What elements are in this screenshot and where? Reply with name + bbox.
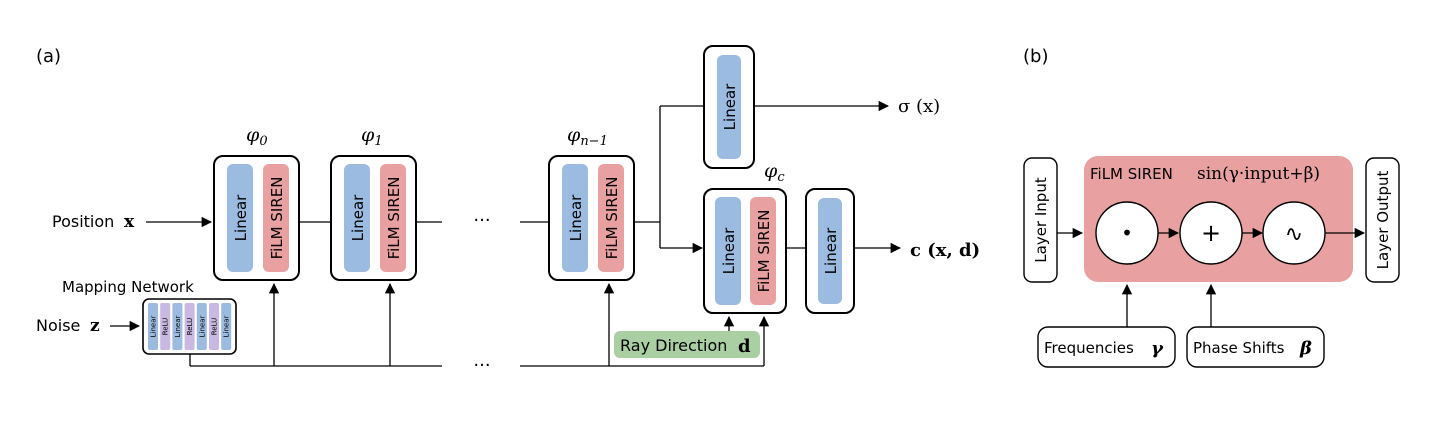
position-input: Position x [52, 212, 213, 232]
mapping-layer-bar [172, 303, 183, 350]
mapping-layer-label: Linear [150, 316, 158, 338]
mapping-layer-bar [184, 303, 195, 350]
frequencies-frame [1037, 326, 1176, 368]
conditioning-bus: ··· [189, 282, 770, 376]
layer-output-frame [1365, 157, 1400, 283]
film-siren-formula: sin(γ·input+β) [1197, 164, 1320, 184]
phi1-film-bar [380, 164, 406, 272]
mapping-layer-bar [209, 303, 219, 350]
block-phic: Linear FiLM SIREN [703, 188, 787, 314]
film-siren-block: FiLM SIREN sin(γ·input+β) • + ∿ [1084, 156, 1353, 282]
frequencies-label: Frequencies [1044, 339, 1134, 357]
mapping-layer-label: Linear [174, 316, 182, 338]
sine-symbol: ∿ [1285, 222, 1303, 247]
noise-label: Noise [36, 316, 80, 335]
phic-linear-bar [715, 197, 741, 305]
density-output-label: σ (x) [898, 96, 940, 117]
mapping-layer-label: ReLU [211, 318, 219, 336]
ray-direction-label: Ray Direction [620, 336, 727, 355]
mapping-layer-bar [160, 303, 171, 350]
phase-shifts-variable: β [1299, 338, 1312, 359]
layer-input-box: Layer Input [1023, 157, 1058, 283]
mapping-layer-label: Linear [198, 316, 206, 338]
mapping-layer-bar [148, 303, 158, 350]
block-phin: Linear FiLM SIREN [548, 155, 635, 281]
phin-linear-label: Linear [567, 194, 585, 241]
layer-output-box: Layer Output [1365, 157, 1400, 283]
color-linear-label: Linear [822, 227, 840, 274]
phi1-linear-label: Linear [349, 194, 367, 241]
add-symbol: + [1201, 219, 1221, 247]
film-siren-title: FiLM SIREN [1090, 165, 1173, 183]
color-linear-bar [818, 198, 842, 304]
phin-film-label: FiLM SIREN [603, 177, 621, 260]
phic-film-label: FiLM SIREN [755, 210, 773, 293]
layer-input-label: Layer Input [1032, 177, 1050, 263]
block-phi1: Linear FiLM SIREN [330, 155, 417, 281]
phi1-linear-bar [344, 164, 370, 272]
frequencies-box: Frequencies γ [1037, 326, 1176, 368]
mapping-layer-bar [196, 303, 207, 350]
ray-direction: Ray Direction d [614, 315, 760, 358]
layer-input-frame [1023, 157, 1058, 283]
mapping-layer-label: ReLU [186, 318, 194, 336]
phi1-film-label: FiLM SIREN [385, 177, 403, 260]
layer-output-label: Layer Output [1374, 171, 1392, 270]
phin-film-bar [598, 164, 624, 272]
panel-a-label: (a) [36, 46, 61, 67]
phin-linear-bar [562, 164, 588, 272]
noise-variable: z [90, 316, 100, 336]
color-linear-block: Linear [805, 188, 855, 314]
density-linear-label: Linear [721, 83, 739, 130]
phi0-linear-label: Linear [232, 194, 250, 241]
ray-direction-box [614, 331, 760, 358]
position-variable: x [124, 212, 135, 232]
output-split [634, 105, 704, 254]
phase-shifts-frame [1186, 326, 1325, 368]
multiply-symbol: • [1121, 221, 1133, 245]
phi0-linear-bar [227, 164, 253, 272]
phi0-film-label: FiLM SIREN [268, 177, 286, 260]
position-label: Position [52, 212, 114, 231]
mapping-network-title: Mapping Network [62, 278, 194, 296]
mapping-network: Linear ReLU Linear ReLU Linear ReLU Linear [142, 298, 237, 355]
phic-linear-label: Linear [720, 227, 738, 274]
density-block: Linear [703, 45, 755, 169]
mapping-layer-bar [221, 303, 232, 350]
phic-film-bar [750, 197, 776, 305]
block-phi0: Linear FiLM SIREN [213, 155, 300, 281]
phase-shifts-box: Phase Shifts β [1186, 326, 1325, 368]
phin-label: φn−1 [567, 124, 608, 149]
color-output-label: c (x, d) [910, 240, 980, 261]
phic-label: φc [764, 160, 785, 185]
panel-b-label: (b) [1023, 46, 1048, 67]
mapping-layer-label: ReLU [162, 318, 170, 336]
ellipsis-bottom: ··· [473, 355, 490, 376]
density-linear-bar [717, 55, 741, 159]
phi0-label: φ0 [246, 124, 268, 149]
phi0-film-bar [263, 164, 289, 272]
phase-shifts-label: Phase Shifts [1193, 339, 1285, 357]
ellipsis-top: ··· [473, 210, 490, 231]
mapping-layer-label: Linear [223, 316, 231, 338]
phi1-label: φ1 [361, 124, 383, 149]
ray-direction-variable: d [738, 336, 751, 357]
frequencies-variable: γ [1151, 338, 1164, 359]
